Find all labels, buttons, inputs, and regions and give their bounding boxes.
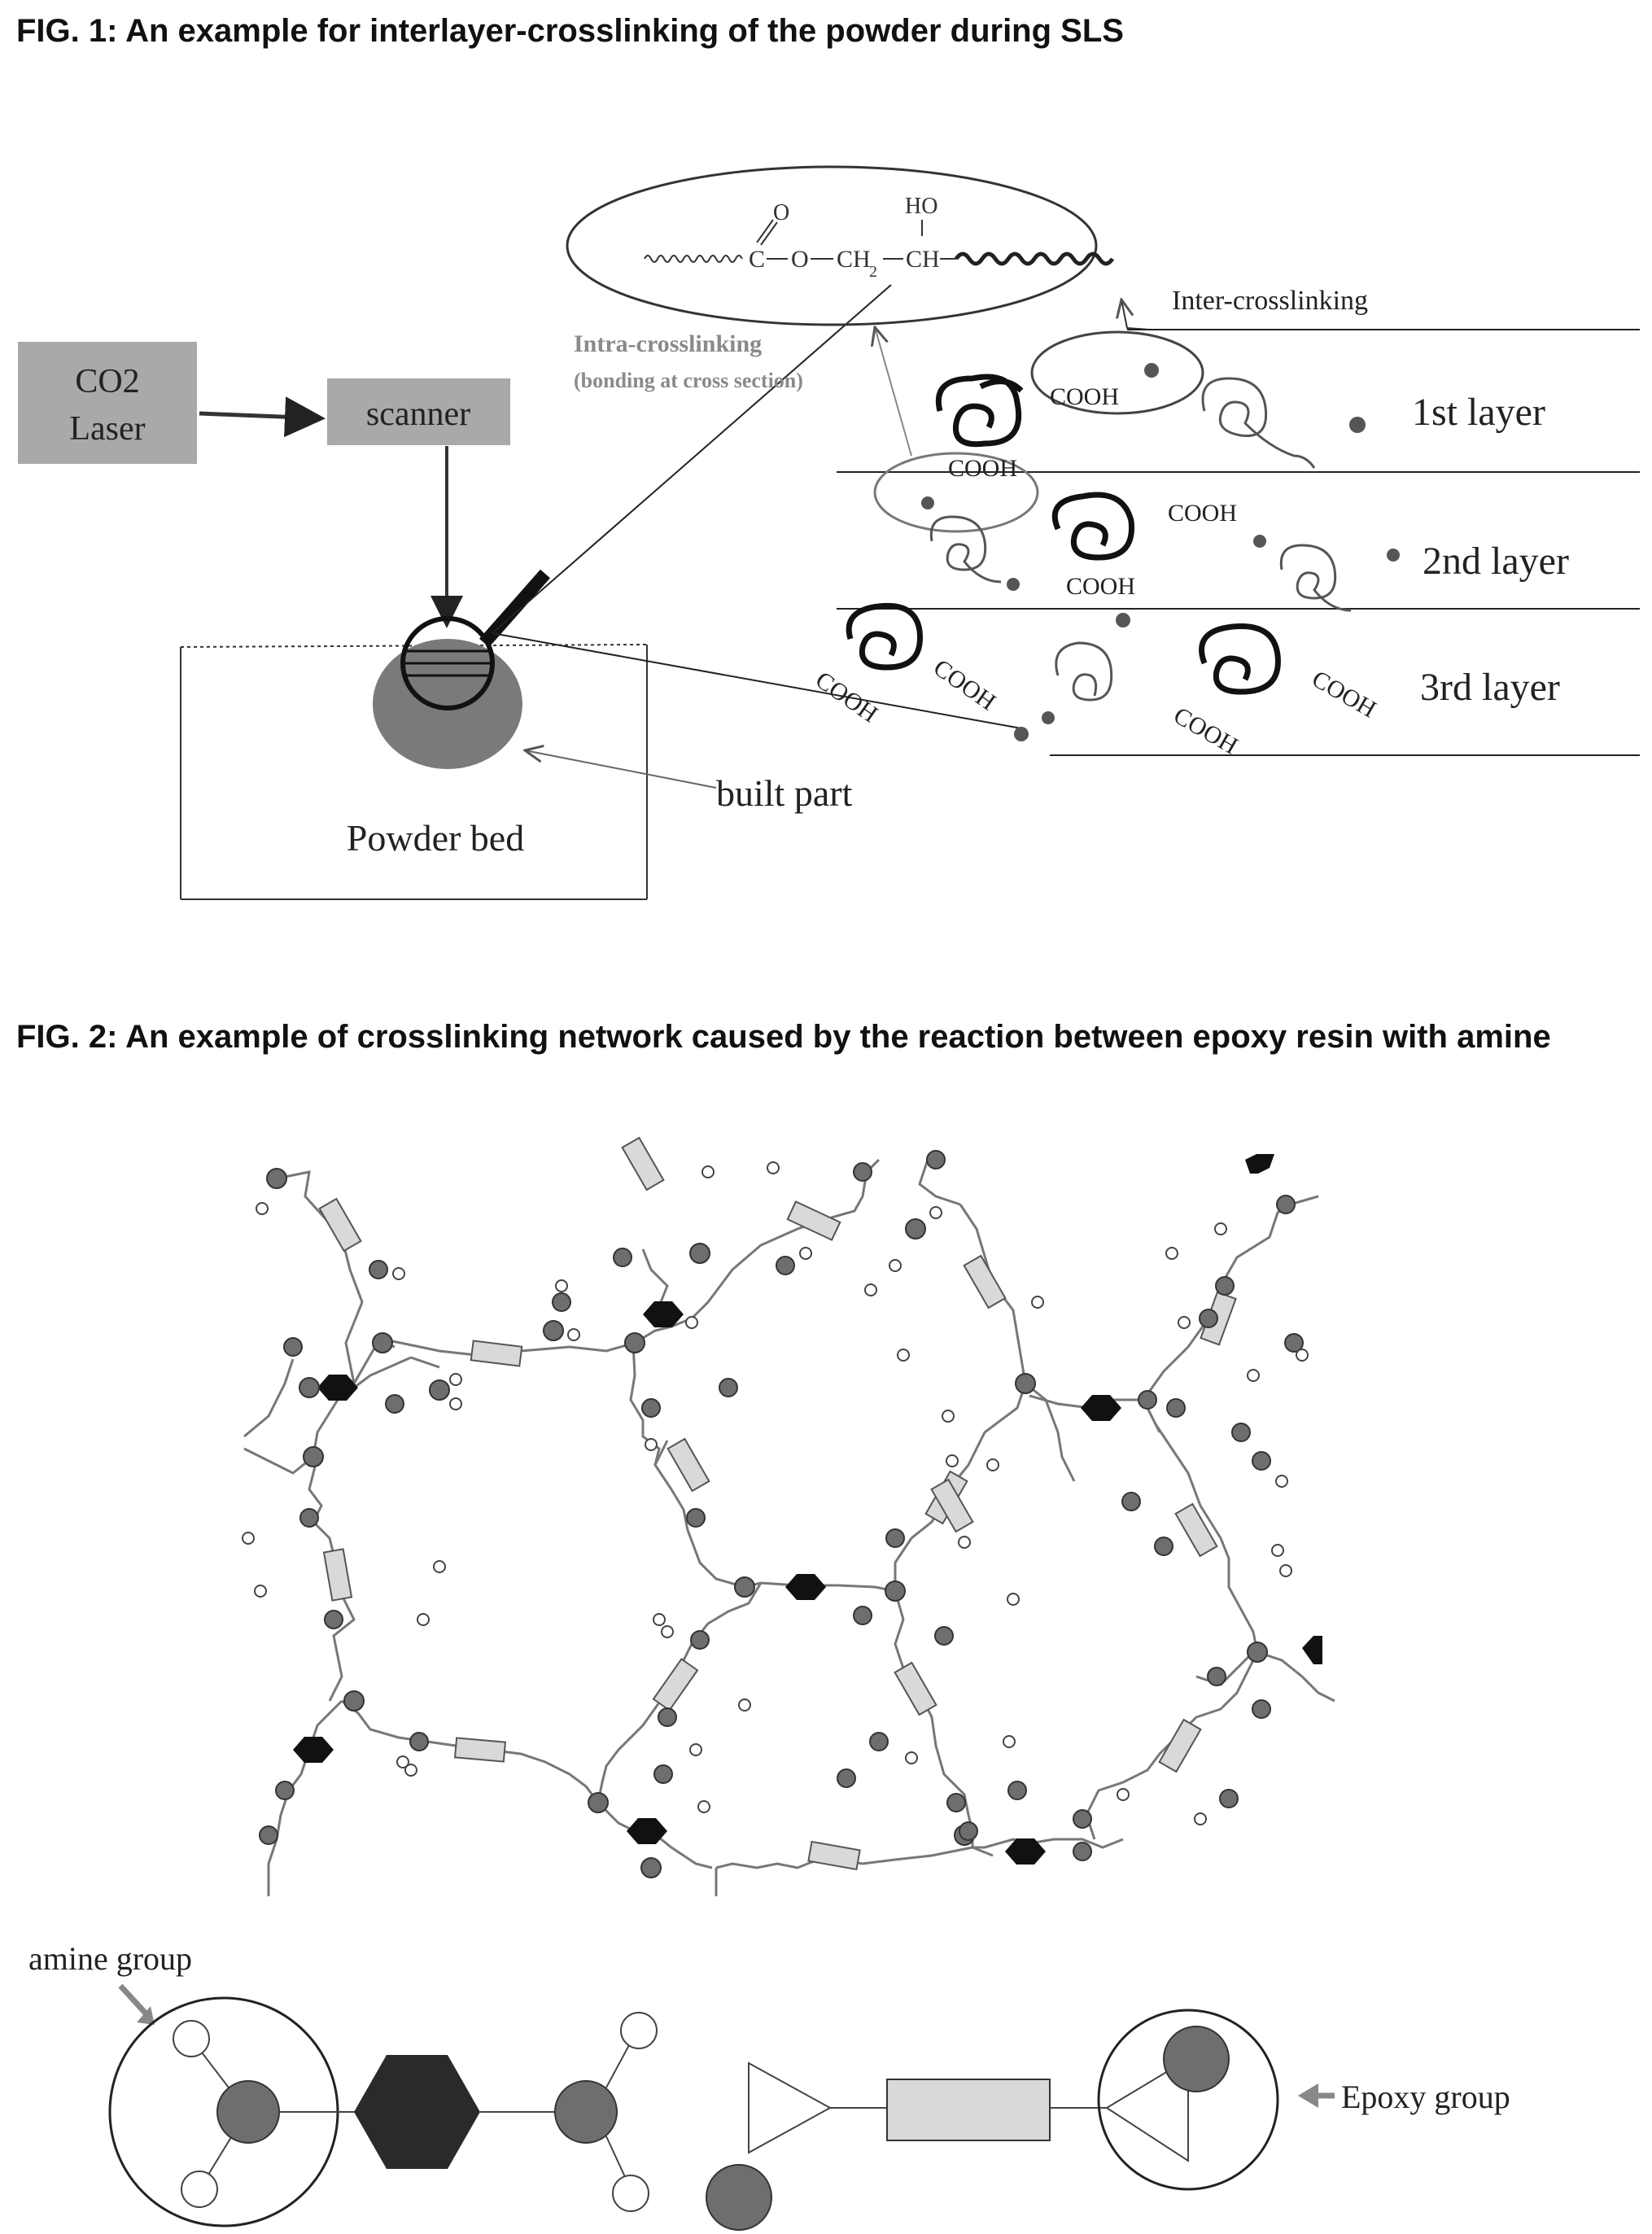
- laser-label-1: CO2: [75, 363, 139, 400]
- amine-group-label: amine group: [28, 1940, 192, 1977]
- built-part: [373, 574, 545, 769]
- layer-label-3: 3rd layer: [1420, 666, 1560, 709]
- cooh-label: COOH: [1050, 383, 1119, 410]
- chemistry-callout: C O O CH 2 CH HO: [567, 167, 1112, 325]
- intra-arrow: [875, 327, 911, 456]
- laser-to-scanner-arrow: [199, 413, 321, 418]
- legend-amine: amine group: [28, 1940, 657, 2226]
- cooh-label: COOH: [948, 455, 1017, 482]
- intra-crosslinking-sublabel: (bonding at cross section): [574, 369, 803, 392]
- epoxy-group-circle: [1099, 2010, 1278, 2189]
- cooh-label: COOH: [811, 667, 883, 728]
- epoxy-polymer-coils: [931, 378, 1351, 700]
- amine-hexagons: [293, 1154, 1322, 1865]
- epoxy-backbone-rectangles: [320, 1138, 1236, 1869]
- scanner-label: scanner: [366, 396, 470, 433]
- crosslink-network-chains: [244, 1160, 1335, 1896]
- chem-hydroxyl: HO: [905, 194, 937, 219]
- network-nodes: [260, 1151, 1303, 1878]
- powder-bed-label: Powder bed: [347, 817, 524, 859]
- cooh-label: COOH: [1308, 665, 1381, 723]
- cooh-labels: COOH COOH COOH COOH COOH COOH COOH COOH: [811, 383, 1381, 760]
- hydrogen-nodes: [243, 1162, 1308, 1825]
- cooh-label: COOH: [929, 654, 1001, 716]
- svg-text:C: C: [749, 246, 765, 273]
- amine-group-circle: [110, 1998, 338, 2226]
- laser-label-2: Laser: [69, 410, 145, 448]
- layer-label-2: 2nd layer: [1423, 540, 1569, 583]
- chem-ester-oxygen: O: [791, 246, 809, 273]
- scanner-box: scanner: [327, 378, 510, 445]
- epoxy-group-label: Epoxy group: [1341, 2079, 1510, 2115]
- inter-crosslinking-label: Inter-crosslinking: [1172, 286, 1368, 316]
- built-part-label: built part: [716, 772, 853, 814]
- figure-2-title: FIG. 2: An example of crosslinking netwo…: [16, 1011, 1554, 1063]
- cooh-label: COOH: [1066, 573, 1135, 600]
- legend-epoxy: Epoxy group: [706, 2010, 1510, 2230]
- built-part-pointer: [525, 750, 716, 788]
- cooh-label: COOH: [1169, 702, 1243, 759]
- intra-crosslinking-label: Intra-crosslinking: [574, 330, 762, 357]
- cooh-label: COOH: [1168, 500, 1237, 527]
- layer-label-1: 1st layer: [1412, 391, 1545, 434]
- chem-ch2: CH: [837, 246, 871, 273]
- inter-arrow: [1121, 299, 1149, 330]
- chem-ch2-sub: 2: [869, 263, 877, 281]
- chem-oxygen-double: O: [773, 200, 789, 225]
- amine-arrow: [120, 1986, 146, 2014]
- figure-1-diagram: CO2 Laser scanner Powder bed built part …: [0, 0, 1652, 960]
- co2-laser-box: CO2 Laser: [18, 342, 197, 464]
- chem-ch: CH: [906, 246, 940, 273]
- carboxyl-polymer-coils: [849, 377, 1278, 692]
